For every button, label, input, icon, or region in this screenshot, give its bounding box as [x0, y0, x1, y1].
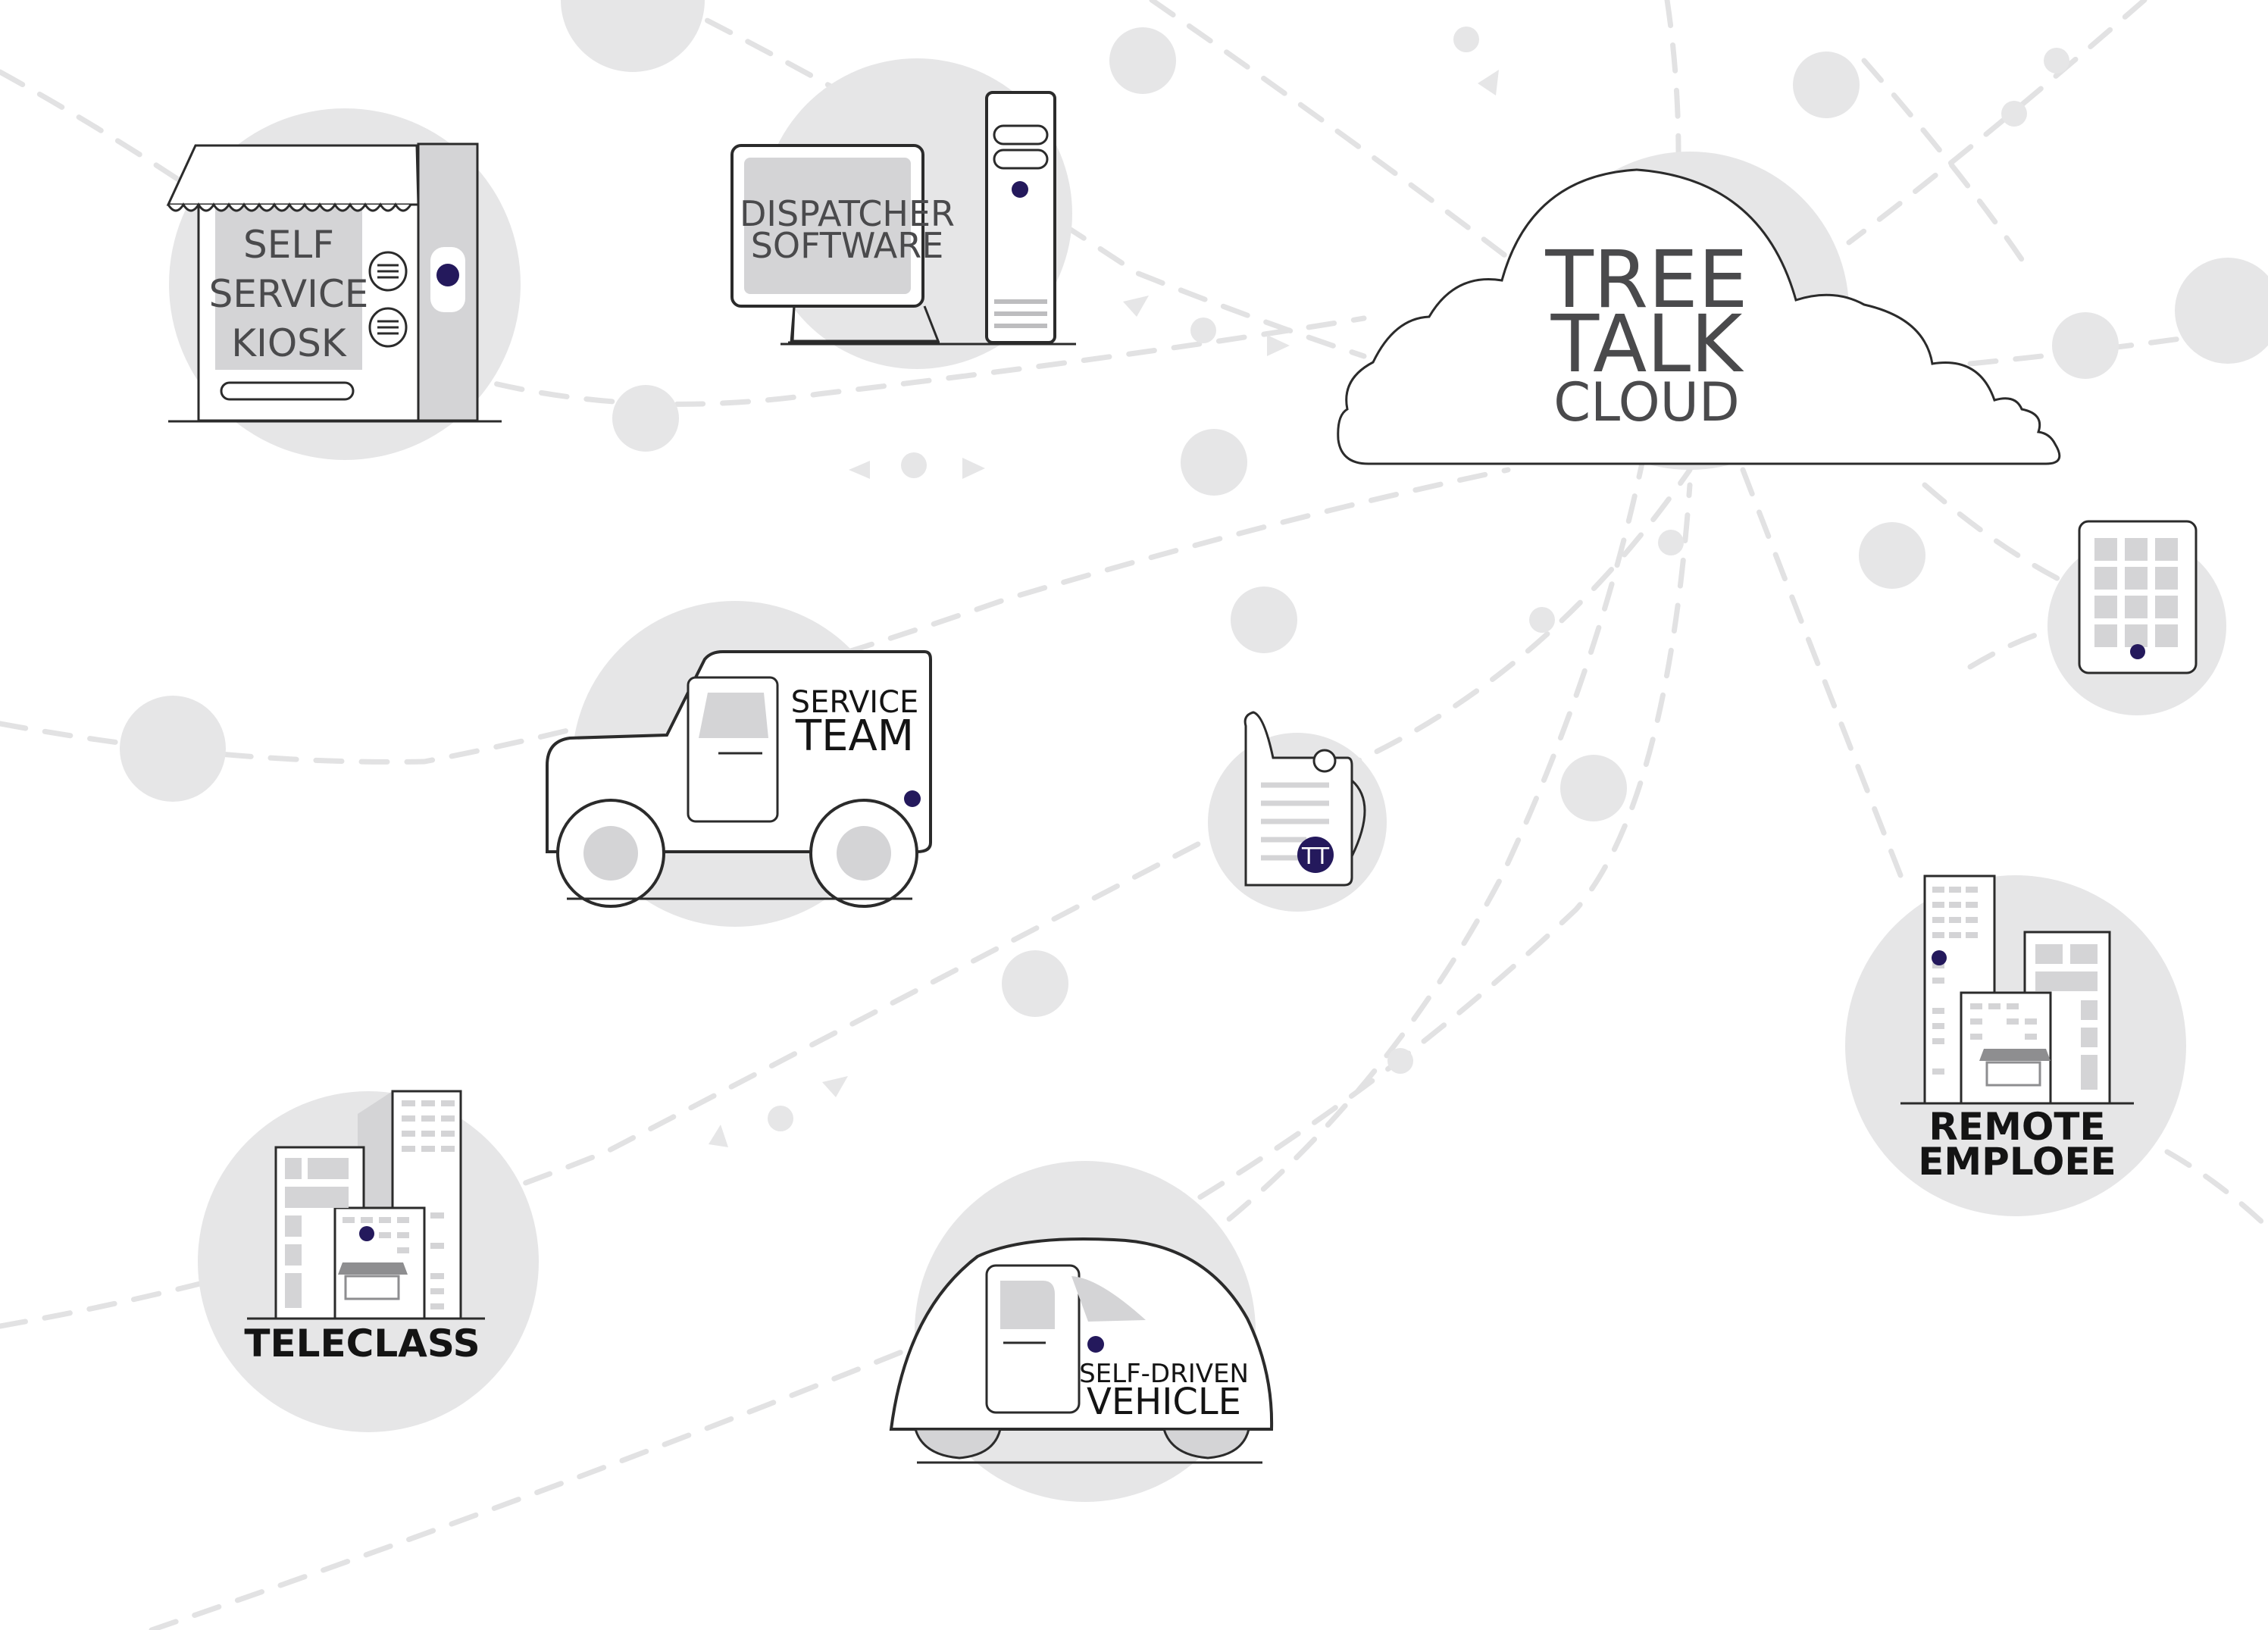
service-team-label-line2: TEAM [795, 712, 914, 761]
radio-badge: TT [1301, 843, 1330, 870]
tree-talk-cloud[interactable]: TREE TALK CLOUD [1337, 168, 2061, 465]
desktop-computer-icon [730, 91, 1076, 346]
walkie-talkie-icon [1243, 711, 1366, 887]
vehicle-label-line2: VEHICLE [1087, 1381, 1241, 1423]
dispatcher-label-line1: DISPATCHER [740, 193, 955, 234]
office-buildings-icon [1900, 874, 2134, 1105]
self-service-kiosk[interactable]: SELF SERVICE KIOSK [166, 142, 502, 423]
teleclass-label: TELECLASS [244, 1322, 480, 1366]
decorative-dots [120, 0, 2268, 1147]
tablet-device[interactable] [2078, 520, 2198, 674]
cloud-title-line1: TREE [1544, 233, 1747, 326]
kiosk-label-line1: SELF [243, 223, 334, 267]
vehicle-label-line1: SELF-DRIVEN [1079, 1359, 1249, 1389]
kiosk-label-line2: SERVICE [209, 272, 369, 316]
dispatcher-label-line2: SOFTWARE [751, 225, 944, 266]
dispatcher-software[interactable]: DISPATCHER SOFTWARE [730, 91, 1076, 346]
service-team[interactable]: SERVICE TEAM [546, 650, 932, 908]
kiosk-label-line3: KIOSK [231, 321, 347, 365]
school-buildings-icon [247, 1090, 485, 1320]
cloud-title-line3: CLOUD [1553, 371, 1740, 433]
self-driving-car-icon [889, 1237, 1274, 1464]
kiosk-icon [166, 142, 502, 423]
cloud-icon [1337, 168, 2061, 465]
remote-employee[interactable]: REMOTE EMPLOEE [1900, 874, 2134, 1184]
teleclass[interactable]: TELECLASS [244, 1090, 485, 1366]
service-team-label-line1: SERVICE [791, 685, 919, 720]
radio-device[interactable]: TT [1243, 711, 1366, 887]
cloud-title-line2: TALK [1550, 298, 1745, 390]
remote-label-line1: REMOTE [1929, 1105, 2105, 1149]
remote-label-line2: EMPLOEE [1918, 1140, 2116, 1184]
tablet-icon [2078, 520, 2198, 674]
self-driven-vehicle[interactable]: SELF-DRIVEN VEHICLE [889, 1237, 1274, 1464]
van-icon [546, 650, 932, 908]
